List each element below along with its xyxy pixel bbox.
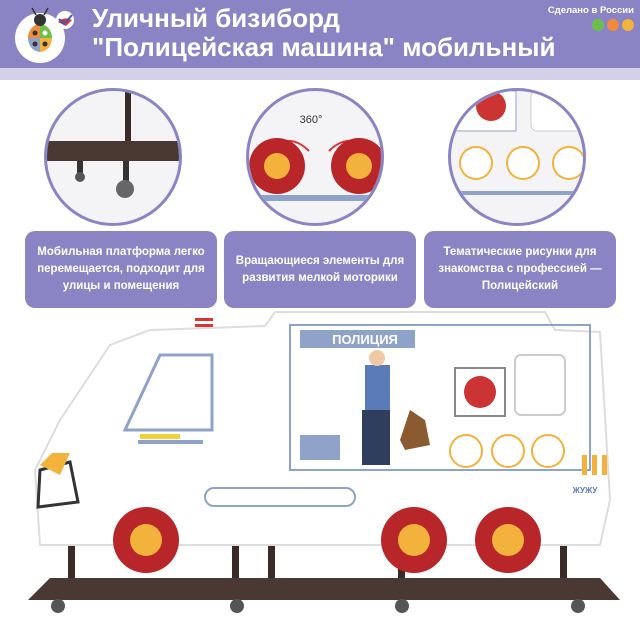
detail-circle-platform (44, 88, 182, 226)
feature-card-mobile: Мобильная платформа легко перемещается, … (25, 231, 217, 308)
police-label-plate (300, 330, 415, 348)
feature-card-rotating: Вращающиеся элементы для развития мелкой… (224, 231, 416, 308)
header-subband (0, 68, 640, 80)
orange-dot (607, 19, 619, 31)
header-banner (0, 0, 640, 68)
brand-logo: ЖУЖУ (572, 486, 599, 495)
dog-illustration (400, 410, 430, 450)
policeman-illustration (365, 365, 390, 410)
police-car-busyboard: ПОЛИЦИЯ ЖУЖУ (28, 311, 620, 613)
radio-icon (491, 434, 525, 468)
mirror (514, 354, 566, 416)
yellow-dot (622, 19, 634, 31)
page-title: Уличный бизиборд "Полицейская машина" мо… (92, 4, 555, 62)
window (122, 353, 214, 432)
detail-circle-pictures (448, 88, 586, 226)
grille (204, 487, 356, 507)
title-line-2: "Полицейская машина" мобильный (92, 32, 556, 62)
ladybug-logo-icon (15, 7, 74, 63)
police-car-icon (531, 434, 565, 468)
title-line-1: Уличный бизиборд (92, 3, 340, 33)
police-station-illustration (300, 435, 340, 460)
svg-text:ЖУЖУ: ЖУЖУ (572, 486, 599, 495)
police-label: ПОЛИЦИЯ (332, 332, 398, 347)
handcuffs-icon (449, 434, 483, 468)
slider-latch[interactable] (140, 434, 180, 439)
detail-circle-wheels: 360° (246, 88, 384, 226)
gear-icon[interactable] (464, 376, 496, 408)
green-dot (592, 19, 604, 31)
platform-wheel-illustration (47, 91, 179, 198)
thematic-pictures-illustration (451, 91, 583, 195)
color-dots (592, 19, 634, 31)
turn-signal (40, 453, 70, 475)
feature-card-pictures: Тематические рисунки для знакомства с пр… (424, 231, 616, 308)
made-in-russia-label: Сделано в России (547, 5, 634, 16)
wheels[interactable] (113, 507, 541, 573)
rotating-wheels-illustration: 360° (249, 114, 381, 201)
rotation-label: 360° (300, 114, 323, 126)
